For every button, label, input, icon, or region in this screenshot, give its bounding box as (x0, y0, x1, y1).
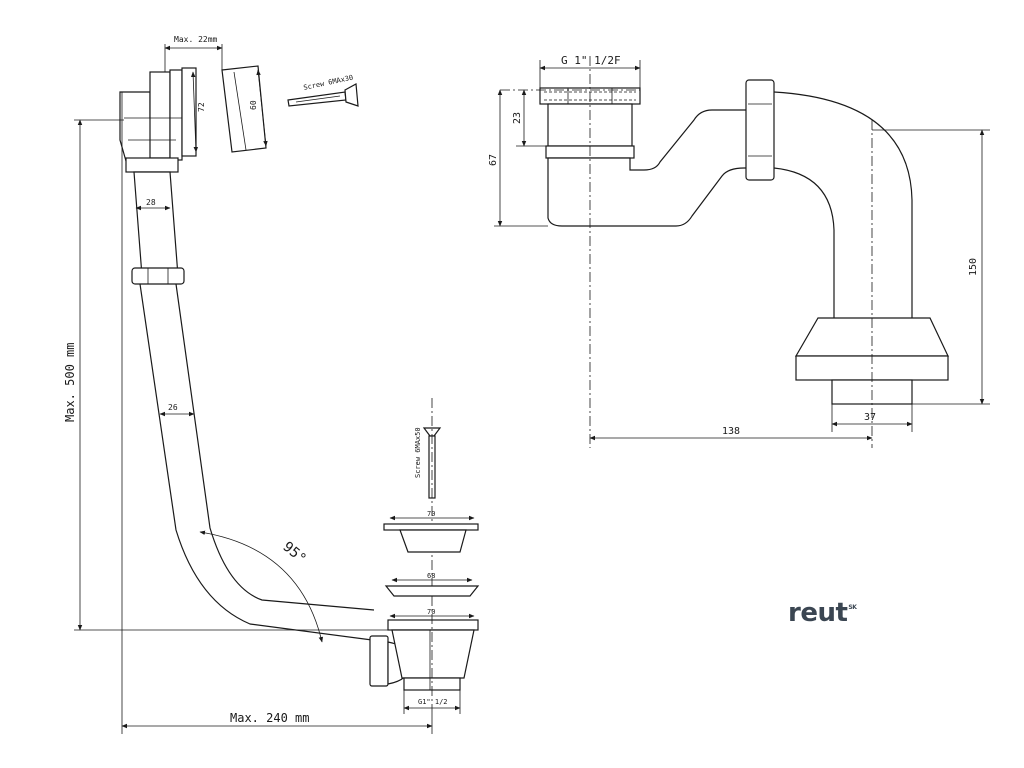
brand-logo-text: reut (788, 598, 848, 628)
dia-60-label: 60 (249, 100, 258, 110)
waste-fitting: Screw 6MAx50 70 68 70 G1" 1/2 (369, 398, 480, 714)
max-height-label: Max. 500 mm (63, 343, 77, 422)
max-width-label: Max. 240 mm (230, 711, 309, 725)
left-view-overflow-assembly: Max. 22mm 72 60 Screw 6MAx30 28 26 95° (63, 35, 480, 734)
right-view-trap: G 1" 1/2F 23 67 150 138 37 (488, 54, 990, 448)
overflow-pipe: 28 26 95° (125, 157, 375, 643)
thread-label: G1" 1/2 (418, 698, 448, 706)
brand-logo: reutSK (788, 598, 857, 628)
width-28-label: 28 (146, 198, 156, 207)
dim-23-label: 23 (512, 112, 523, 124)
screw-top-icon (287, 83, 359, 107)
dia-70-top-label: 70 (427, 510, 435, 518)
thread-label-right: G 1" 1/2F (561, 54, 621, 67)
brand-logo-suffix: SK (848, 604, 857, 611)
width-26-label: 26 (168, 403, 178, 412)
dim-37-label: 37 (864, 412, 876, 423)
dim-138-label: 138 (722, 426, 740, 437)
dia-68-label: 68 (427, 572, 435, 580)
dim-150-label: 150 (968, 258, 979, 276)
dia-70-bottom-label: 70 (427, 608, 435, 616)
overall-dimensions-left: Max. 500 mm Max. 240 mm (63, 92, 433, 734)
screw-bottom-label: Screw 6MAx50 (414, 427, 422, 478)
angle-label: 95° (279, 539, 309, 568)
dia-72-label: 72 (197, 102, 206, 112)
dim-67-label: 67 (488, 154, 499, 166)
max-22mm-label: Max. 22mm (174, 35, 218, 44)
overflow-head: Max. 22mm 72 60 Screw 6MAx30 (119, 35, 359, 169)
